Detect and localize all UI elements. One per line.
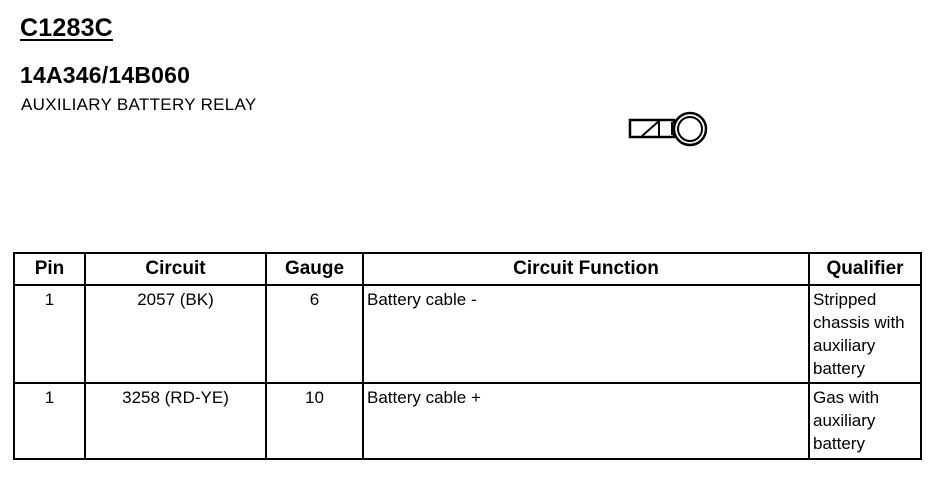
cell-gauge: 6: [265, 284, 364, 384]
header-gauge: Gauge: [265, 252, 364, 286]
table-row: 1 2057 (BK) 6 Battery cable - Stripped c…: [13, 284, 922, 384]
table-row: 1 3258 (RD-YE) 10 Battery cable + Gas wi…: [13, 382, 922, 460]
cell-qualifier: Gas with auxiliary battery: [808, 382, 922, 460]
cell-circuit-function: Battery cable -: [362, 284, 810, 384]
header-pin: Pin: [13, 252, 86, 286]
cell-pin: 1: [13, 382, 86, 460]
ring-terminal-icon: [628, 111, 708, 147]
pin-table: Pin Circuit Gauge Circuit Function Quali…: [13, 252, 922, 460]
header-qualifier: Qualifier: [808, 252, 922, 286]
connector-id: C1283C: [20, 14, 113, 42]
part-number: 14A346/14B060: [20, 62, 191, 88]
qualifier-text: Stripped chassis with auxiliary battery: [813, 290, 905, 378]
cell-pin: 1: [13, 284, 86, 384]
qualifier-text: Gas with auxiliary battery: [813, 388, 880, 453]
part-description: AUXILIARY BATTERY RELAY: [21, 95, 257, 114]
cell-gauge: 10: [265, 382, 364, 460]
header-circuit: Circuit: [84, 252, 267, 286]
cell-circuit-function: Battery cable +: [362, 382, 810, 460]
cell-circuit: 3258 (RD-YE): [84, 382, 267, 460]
header-circuit-function: Circuit Function: [362, 252, 810, 286]
table-header-row: Pin Circuit Gauge Circuit Function Quali…: [13, 252, 922, 286]
cell-qualifier: Stripped chassis with auxiliary battery: [808, 284, 922, 384]
cell-circuit: 2057 (BK): [84, 284, 267, 384]
